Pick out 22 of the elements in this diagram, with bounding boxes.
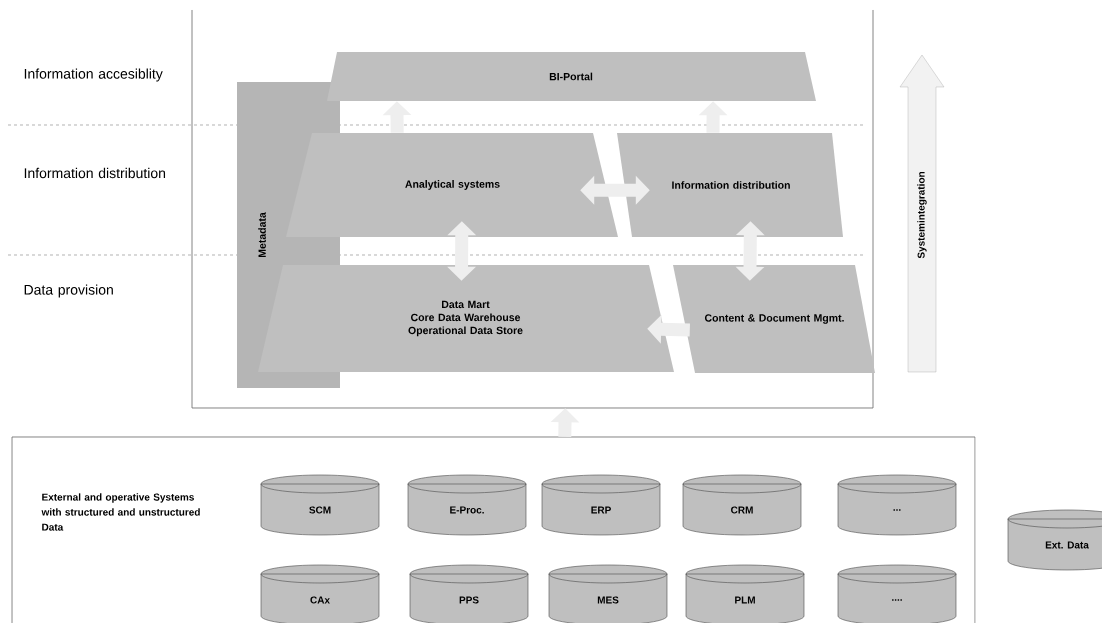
database-cylinder: MES (548, 564, 668, 623)
database-cylinder: SCM (260, 474, 380, 536)
database-cylinder: CRM (682, 474, 802, 536)
block-arrow (580, 175, 650, 205)
layer-box: BI-Portal (327, 52, 816, 101)
database-cylinder: PLM (685, 564, 805, 623)
database-cylinder: CAx (260, 564, 380, 623)
database-cylinder: ... (837, 474, 957, 536)
arrow-label: Systemintegration (917, 172, 927, 259)
layer-label: Information accesiblity (24, 68, 163, 82)
block-arrow (735, 221, 765, 281)
database-cylinder: .... (837, 564, 957, 623)
layer-label: Data provision (24, 284, 113, 298)
layer-box: Information distribution (617, 133, 843, 237)
database-cylinder: ERP (541, 474, 661, 536)
layer-box: Analytical systems (286, 133, 618, 237)
database-cylinder: PPS (409, 564, 529, 623)
frame-box (191, 9, 874, 409)
layer-box: Content & Document Mgmt. (673, 265, 875, 373)
layer-label: Information distribution (24, 167, 165, 179)
database-cylinder: Ext. Data (1007, 509, 1102, 571)
database-cylinder: E-Proc. (407, 474, 527, 536)
